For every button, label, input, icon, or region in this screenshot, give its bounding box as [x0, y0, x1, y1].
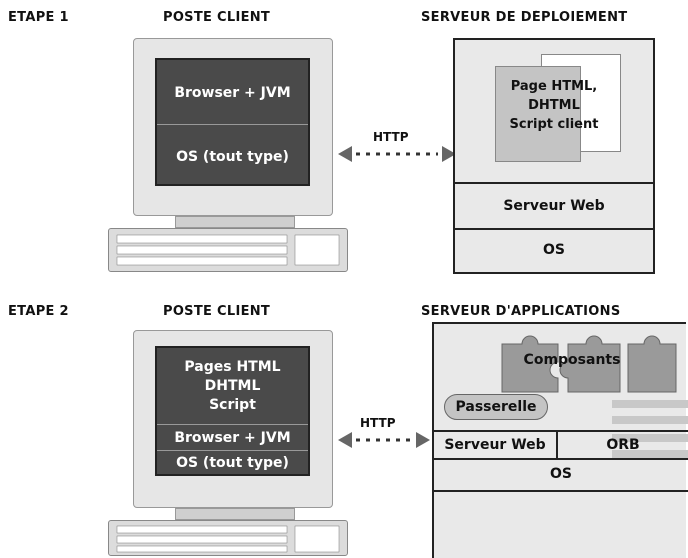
layer-os-label: OS	[550, 466, 572, 482]
layer-web-server: Serveur Web	[455, 182, 653, 228]
screen-os: OS (tout type)	[176, 455, 289, 471]
deployment-server: Page HTML, DHTML Script client Serveur W…	[453, 38, 655, 274]
step2-server-header: SERVEUR D'APPLICATIONS	[421, 304, 621, 319]
monitor-stand	[175, 216, 295, 228]
gateway-pill: Passerelle	[444, 394, 548, 420]
monitor-screen: Pages HTML DHTML Script Browser + JVM OS…	[155, 346, 310, 476]
doc-line-2: DHTML	[528, 98, 580, 113]
step2-label: ETAPE 2	[8, 304, 69, 319]
layer-web-server: Serveur Web	[434, 432, 558, 458]
screen-line-3: Script	[209, 397, 256, 413]
step2-client-header: POSTE CLIENT	[163, 304, 271, 319]
screen-browser-jvm: Browser + JVM	[174, 85, 291, 101]
stripe	[612, 434, 688, 442]
keyboard-keys	[116, 234, 340, 266]
step1-server-header: SERVEUR DE DÉPLOIEMENT	[421, 10, 628, 25]
layer-web-server-label: Serveur Web	[503, 198, 605, 214]
http-arrow-1	[338, 146, 456, 162]
stripe	[612, 416, 688, 424]
layer-os: OS	[434, 460, 688, 492]
document-front	[495, 66, 581, 162]
puzzle-icon	[501, 335, 677, 393]
application-server: Composants Passerelle Serveur Web ORB OS	[432, 322, 688, 558]
screen-os: OS (tout type)	[176, 149, 289, 165]
step1-client-header: POSTE CLIENT	[163, 10, 271, 25]
monitor-stand	[175, 508, 295, 520]
doc-line-3: Script client	[509, 117, 599, 132]
gateway-label: Passerelle	[455, 399, 537, 415]
layer-os: OS	[455, 228, 653, 272]
keyboard-keys	[116, 525, 340, 553]
screen-browser-jvm: Browser + JVM	[174, 430, 291, 446]
screen-divider	[157, 124, 308, 125]
monitor-screen: Browser + JVM OS (tout type)	[155, 58, 310, 186]
layer-row-web-orb: Serveur Web ORB	[434, 430, 688, 460]
keyboard	[108, 228, 348, 272]
screen-line-1: Pages HTML	[184, 359, 281, 375]
layer-orb: ORB	[558, 432, 688, 458]
screen-divider	[157, 424, 308, 425]
stripe	[612, 400, 688, 408]
screen-line-2: DHTML	[204, 378, 261, 394]
stripe	[612, 450, 688, 458]
keyboard	[108, 520, 348, 556]
screen-divider	[157, 450, 308, 451]
layer-os-label: OS	[543, 242, 565, 258]
step1-label: ETAPE 1	[8, 10, 69, 25]
http-arrow-2	[338, 432, 430, 448]
doc-line-1: Page HTML,	[510, 79, 598, 94]
layer-orb-label: ORB	[606, 437, 640, 453]
layer-web-server-label: Serveur Web	[444, 437, 546, 453]
components-label: Composants	[523, 352, 621, 368]
http-label-1: HTTP	[373, 130, 409, 144]
http-label-2: HTTP	[360, 416, 396, 430]
